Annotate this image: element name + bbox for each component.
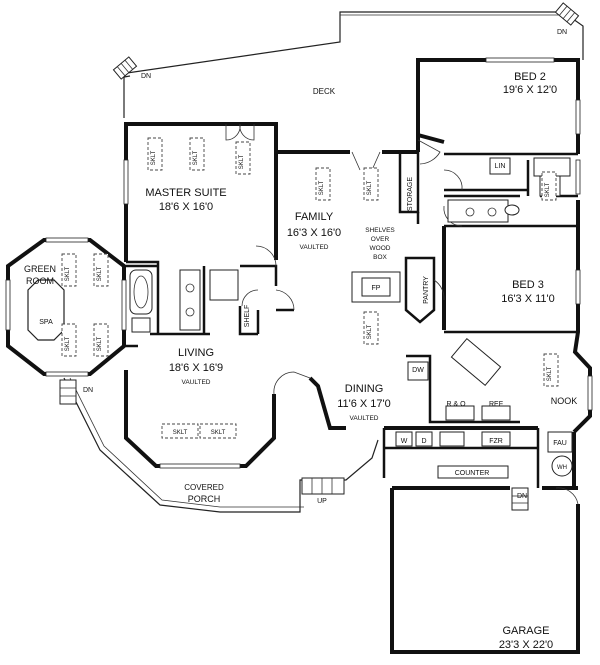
family-dims: 16'3 X 16'0: [287, 227, 341, 239]
living-note: VAULTED: [181, 379, 210, 386]
spa-label: SPA: [39, 319, 53, 326]
dining-note: VAULTED: [349, 415, 378, 422]
windows: [5, 57, 593, 469]
bed3-name: BED 3: [512, 279, 544, 291]
deck-stair-right: [554, 2, 580, 26]
garage-name: GARAGE: [502, 625, 549, 637]
sklt-label: SKLT: [367, 324, 373, 339]
sklt-label: SKLT: [367, 180, 373, 195]
dn-label-porch: DN: [83, 387, 93, 394]
porch-line-2: PORCH: [188, 494, 221, 504]
sklt-label: SKLT: [65, 266, 71, 281]
room-labels: BED 2 19'6 X 12'0 MASTER SUITE 18'6 X 16…: [24, 71, 557, 651]
deck-stair-left: [112, 56, 138, 80]
deck-outline: [119, 11, 584, 118]
dining-name: DINING: [345, 383, 384, 395]
green-room-name-1: GREEN: [24, 264, 56, 274]
sklt-label: SKLT: [547, 366, 553, 381]
fau-label: FAU: [553, 440, 567, 447]
sklt-label: SKLT: [239, 154, 245, 169]
nook-label: NOOK: [551, 396, 578, 406]
fzr-label: FZR: [489, 438, 503, 445]
bed2-name: BED 2: [514, 71, 546, 83]
sklt-label: SKLT: [173, 430, 188, 436]
deck-label: DECK: [313, 87, 336, 96]
living-dims: 18'6 X 16'9: [169, 362, 223, 374]
wh-label: WH: [557, 465, 567, 471]
sklt-label: SKLT: [97, 266, 103, 281]
ro-label: R & O: [446, 401, 466, 408]
sklt-label: SKLT: [319, 180, 325, 195]
spa: [27, 279, 65, 341]
pantry-label: PANTRY: [423, 276, 430, 304]
sklt-label: SKLT: [97, 336, 103, 351]
sklt-label: SKLT: [151, 150, 157, 165]
dining-dims: 11'6 X 17'0: [337, 398, 391, 410]
counter-label: COUNTER: [455, 470, 490, 477]
bed2-dims: 19'6 X 12'0: [503, 84, 557, 96]
porch-line-1: COVERED: [184, 483, 224, 492]
shelves-line-4: BOX: [373, 254, 387, 261]
bed3-dims: 16'3 X 11'0: [501, 293, 555, 305]
dn-label-right: DN: [557, 29, 567, 36]
sklt-label: SKLT: [65, 336, 71, 351]
fixture-labels: DECK DN DN DN DN UP SPA STORAGE LIN SHEL…: [39, 29, 577, 505]
dw-label: DW: [412, 367, 424, 374]
sklt-label: SKLT: [211, 430, 226, 436]
master-dims: 18'6 X 16'0: [159, 201, 213, 213]
shelves-line-3: WOOD: [370, 245, 391, 252]
storage-label: STORAGE: [407, 177, 414, 211]
family-name: FAMILY: [295, 211, 334, 223]
sklt-label: SKLT: [193, 150, 199, 165]
living-name: LIVING: [178, 347, 214, 359]
garage-dims: 23'3 X 22'0: [499, 639, 553, 651]
doors: [225, 123, 579, 505]
fp-label: FP: [372, 285, 381, 292]
ref-label: REF: [489, 401, 503, 408]
skylight-labels: SKLT SKLT SKLT SKLT SKLT SKLT SKLT SKLT …: [65, 150, 553, 436]
dn-label-garage: DN: [517, 493, 527, 500]
covered-porch: [59, 377, 379, 513]
skylights: [61, 137, 559, 439]
master-name: MASTER SUITE: [145, 187, 226, 199]
lin-label: LIN: [495, 163, 506, 170]
interior-walls: [126, 152, 578, 488]
washer-label: W: [401, 438, 408, 445]
sklt-label: SKLT: [545, 182, 551, 197]
dn-label-left: DN: [141, 73, 151, 80]
shelves-line-2: OVER: [371, 236, 390, 243]
dryer-label: D: [421, 438, 426, 445]
shelf-label: SHELF: [244, 305, 251, 328]
up-label: UP: [317, 498, 327, 505]
shelves-line-1: SHELVES: [365, 227, 395, 234]
green-room-name-2: ROOM: [26, 276, 54, 286]
family-note: VAULTED: [299, 244, 328, 251]
